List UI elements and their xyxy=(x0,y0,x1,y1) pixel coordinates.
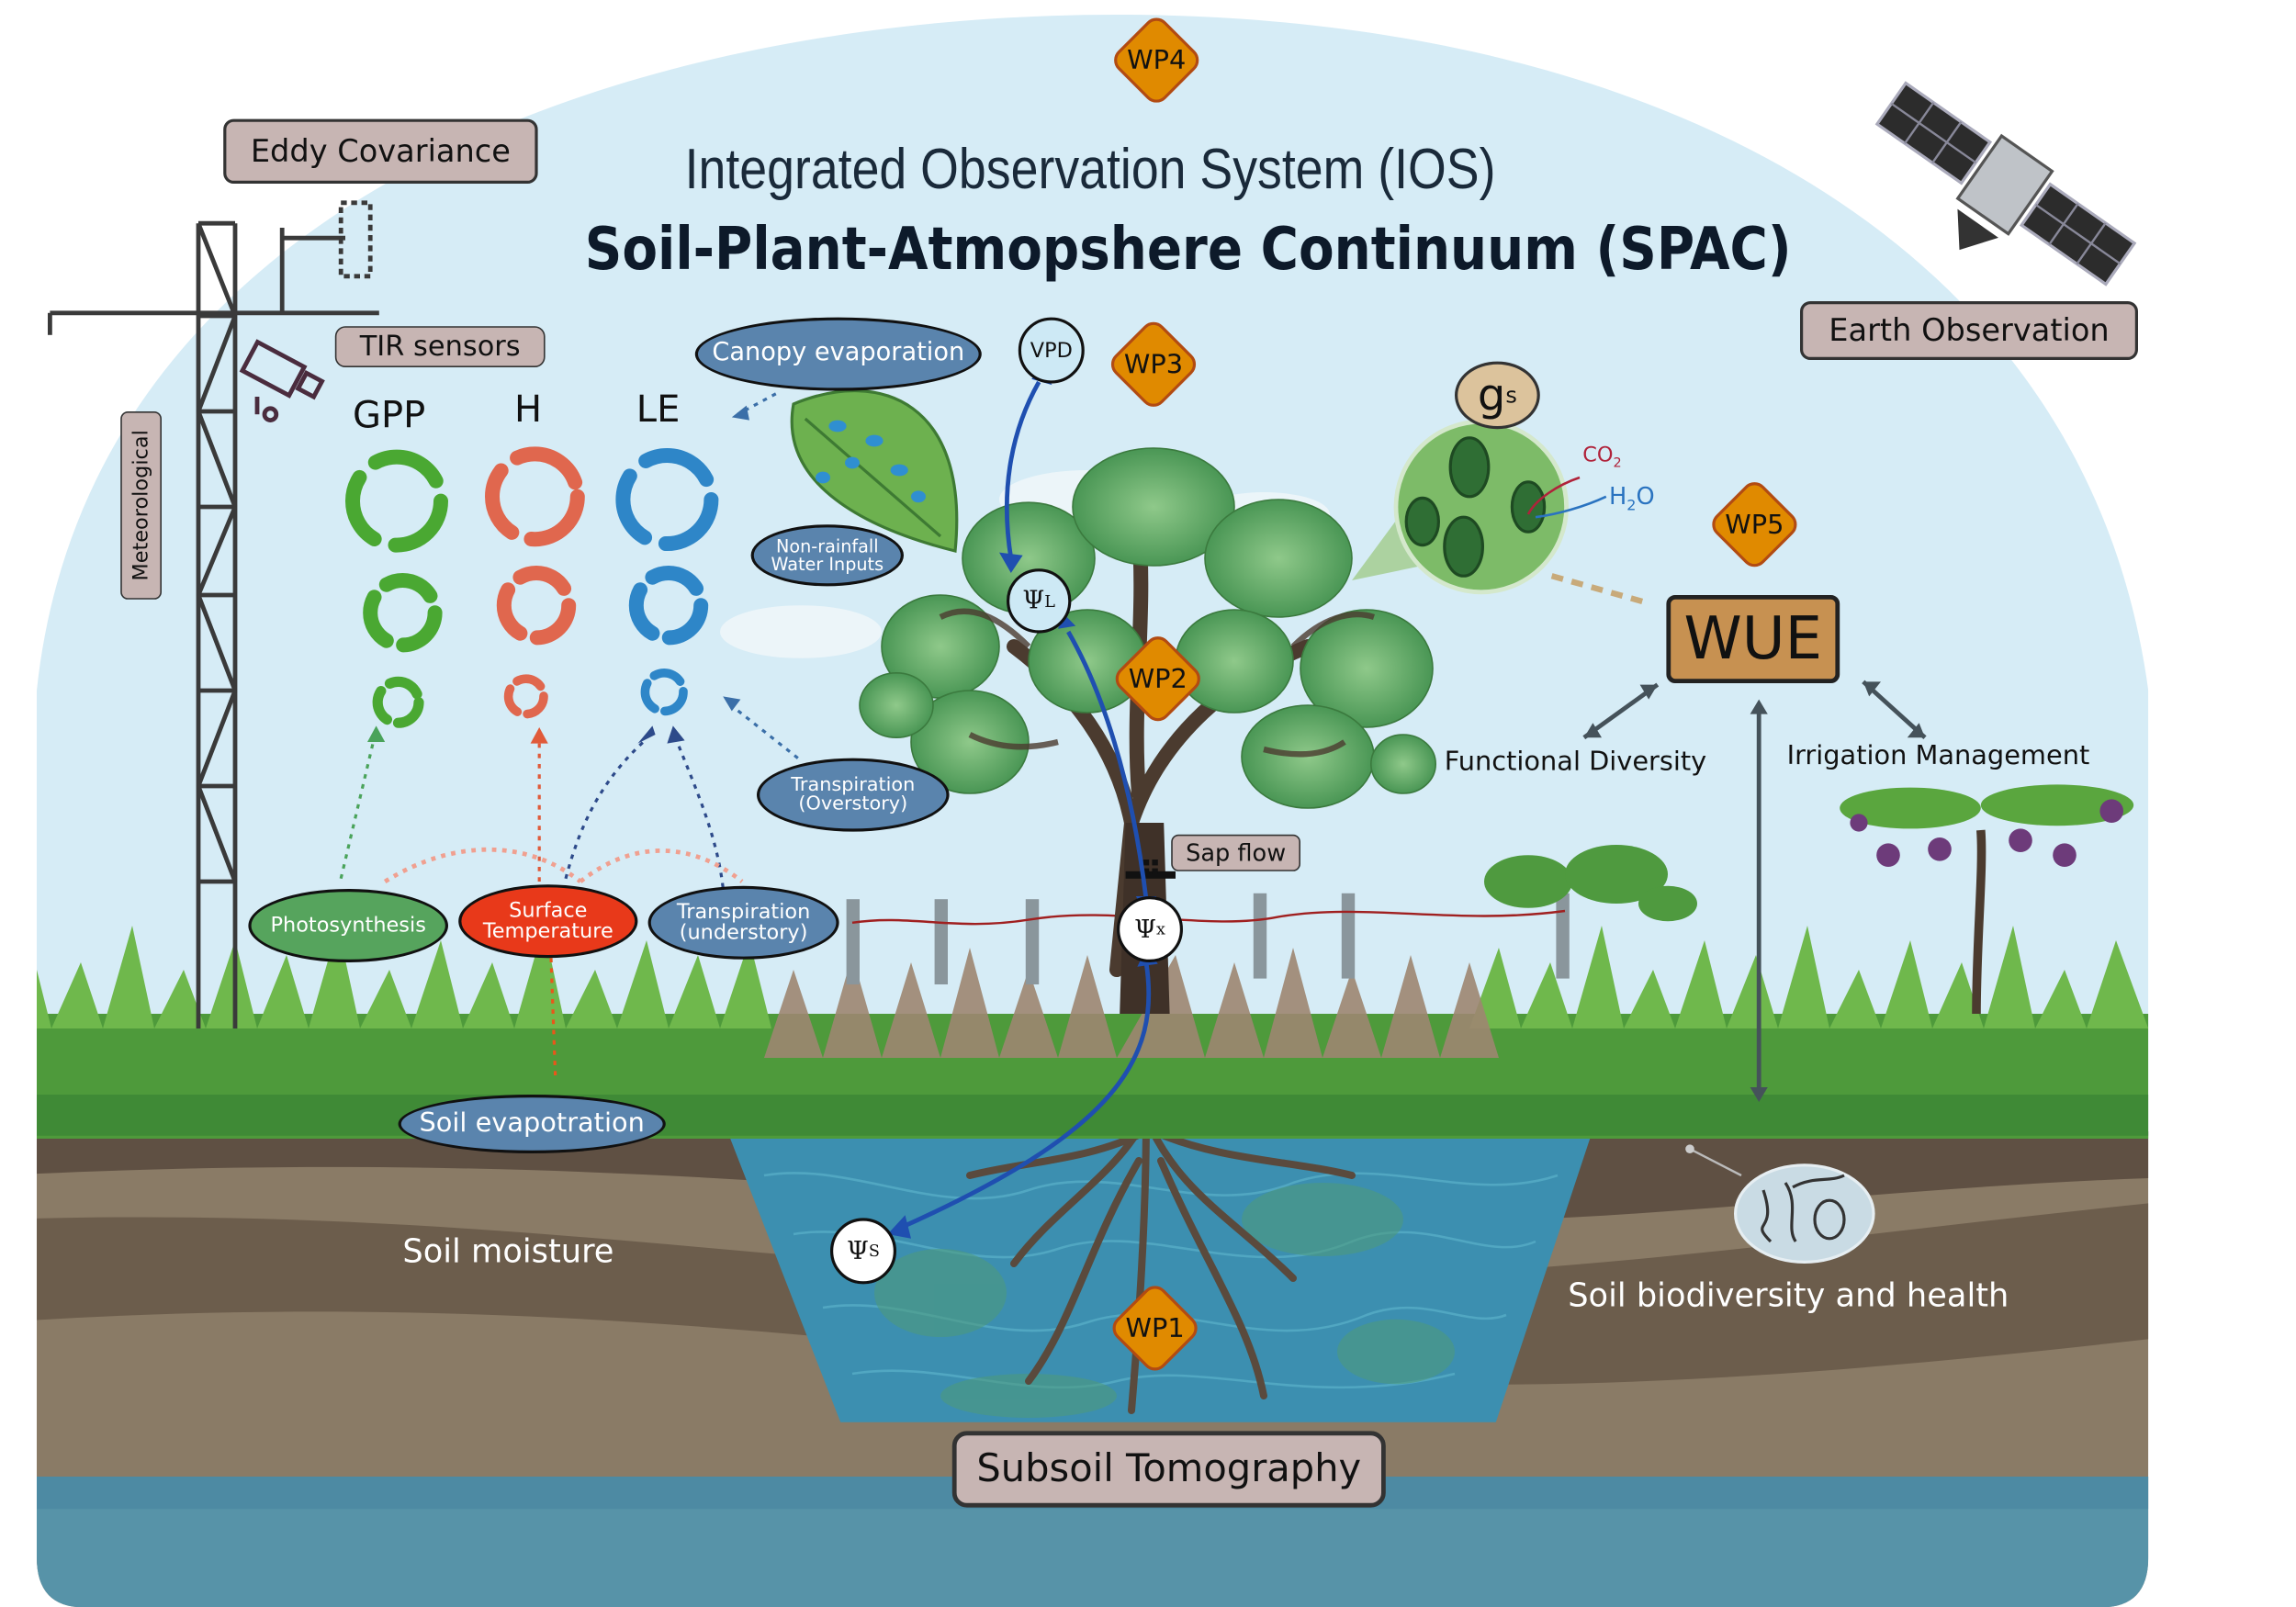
tir-camera-icon xyxy=(239,339,325,423)
wp1-text: WP1 xyxy=(1125,1312,1185,1344)
h2o-subscript: 2 xyxy=(1626,498,1637,515)
h2o-text-o: O xyxy=(1636,481,1655,511)
soil-evaporation-oval: Soil evapotration xyxy=(398,1095,666,1153)
tree-roots xyxy=(966,1113,1356,1415)
transpiration-overstory-line1: Transpiration xyxy=(791,773,916,796)
meteorological-label: Meteorological xyxy=(120,411,162,600)
soil-organisms-icon xyxy=(1685,1144,1875,1264)
transpiration-understory-line1: Transpiration xyxy=(676,900,811,924)
meteorological-text: Meteorological xyxy=(129,430,153,581)
co2-subscript: 2 xyxy=(1613,456,1622,472)
psi-xylem-symbol: Ψ xyxy=(1134,915,1156,944)
wp3-badge: WP3 xyxy=(1105,316,1202,412)
subsoil-tomography-label: Subsoil Tomography xyxy=(951,1431,1386,1508)
psi-soil-subscript: S xyxy=(868,1242,880,1261)
wp1-badge: WP1 xyxy=(1107,1280,1203,1377)
canopy-evaporation-oval: Canopy evaporation xyxy=(694,317,982,391)
transpiration-overstory-line2: (Overstory) xyxy=(798,793,908,815)
transpiration-understory-line2: (understory) xyxy=(679,921,808,945)
vineyard xyxy=(1840,784,2134,1015)
eddy-covariance-label: Eddy Covariance xyxy=(223,118,538,184)
tir-sensors-label: TIR sensors xyxy=(334,326,546,367)
crop-plants xyxy=(1484,845,1697,922)
irrigation-management-label: Irrigation Management xyxy=(1786,740,2090,771)
photosynthesis-oval: Photosynthesis xyxy=(248,889,448,962)
wp2-text: WP2 xyxy=(1128,663,1187,694)
stomata-magnifier xyxy=(1352,419,1607,595)
wp5-text: WP5 xyxy=(1725,509,1784,540)
transpiration-overstory-oval: Transpiration (Overstory) xyxy=(757,758,950,832)
soil-biodiversity-label: Soil biodiversity and health xyxy=(1568,1278,2009,1315)
surface-temperature-line1: Surface xyxy=(509,898,588,923)
met-tower xyxy=(48,200,379,1029)
co2-text: CO xyxy=(1582,444,1614,467)
surface-temperature-oval: Surface Temperature xyxy=(458,884,638,959)
soil-moisture-label: Soil moisture xyxy=(402,1234,614,1271)
transpiration-understory-oval: Transpiration (understory) xyxy=(647,885,839,960)
flux-swirls xyxy=(345,446,719,728)
satellite-icon xyxy=(1874,81,2137,287)
vpd-marker: VPD xyxy=(1018,317,1085,384)
psi-leaf-symbol: Ψ xyxy=(1022,586,1045,616)
wp4-text: WP4 xyxy=(1127,44,1187,76)
wp2-badge: WP2 xyxy=(1109,631,1206,727)
non-rainfall-line2: Water Inputs xyxy=(771,554,884,575)
gs-subscript: s xyxy=(1505,382,1517,409)
non-rainfall-line1: Non-rainfall xyxy=(776,535,879,557)
non-rainfall-water-inputs-oval: Non-rainfall Water Inputs xyxy=(750,524,904,587)
wue-box: WUE xyxy=(1666,595,1840,683)
le-label: LE xyxy=(636,388,681,431)
water-potential-arrows xyxy=(898,380,1152,1231)
diagram-subtitle: Soil-Plant-Atmopshere Continuum (SPAC) xyxy=(584,216,1792,284)
gpp-label: GPP xyxy=(353,393,426,437)
oak-tree xyxy=(859,447,1437,1014)
psi-soil-symbol: Ψ xyxy=(847,1236,869,1266)
psi-xylem-subscript: x xyxy=(1155,919,1165,939)
leaf-with-droplets xyxy=(790,389,959,554)
surface-temperature-line2: Temperature xyxy=(482,919,613,944)
diagram-title: Integrated Observation System (IOS) xyxy=(684,138,1496,202)
h2o-label: H2O xyxy=(1609,481,1655,515)
psi-leaf-subscript: L xyxy=(1044,591,1055,611)
wp4-badge: WP4 xyxy=(1109,12,1205,108)
co2-label: CO2 xyxy=(1582,445,1621,471)
functional-diversity-label: Functional Diversity xyxy=(1444,746,1707,778)
sap-flow-label: Sap flow xyxy=(1171,834,1300,871)
h-label: H xyxy=(514,388,543,431)
h2o-text-h: H xyxy=(1609,481,1627,511)
wp3-text: WP3 xyxy=(1123,349,1184,380)
earth-observation-label: Earth Observation xyxy=(1800,301,2138,360)
wp5-badge: WP5 xyxy=(1706,477,1803,573)
gs-symbol: g xyxy=(1477,369,1506,421)
